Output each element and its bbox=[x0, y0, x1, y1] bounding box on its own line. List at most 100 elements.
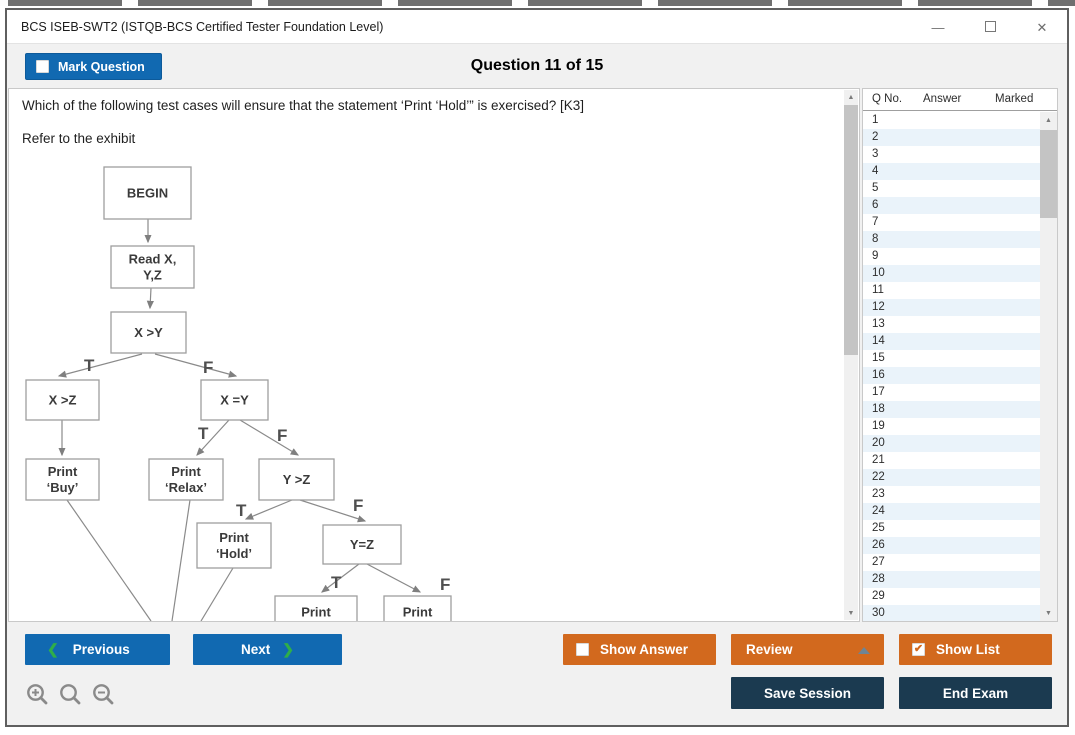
review-button[interactable]: Review bbox=[731, 634, 884, 665]
zoom-toolbar bbox=[25, 682, 117, 708]
exhibit-note: Refer to the exhibit bbox=[22, 131, 136, 146]
scroll-up-icon[interactable]: ▲ bbox=[847, 93, 855, 101]
previous-button[interactable]: ❮ Previous bbox=[25, 634, 170, 665]
previous-label: Previous bbox=[72, 642, 130, 657]
show-list-button[interactable]: ✔ Show List bbox=[899, 634, 1052, 665]
minimize-icon[interactable]: — bbox=[931, 19, 945, 35]
list-scrollbar[interactable]: ▲ ▼ bbox=[1040, 112, 1057, 621]
question-row[interactable]: 13 bbox=[863, 316, 1041, 333]
question-row[interactable]: 2 bbox=[863, 129, 1041, 146]
svg-text:F: F bbox=[277, 426, 287, 445]
content-scrollbar[interactable]: ▲ ▼ bbox=[844, 90, 858, 620]
show-list-checkbox[interactable]: ✔ bbox=[912, 643, 925, 656]
question-row[interactable]: 25 bbox=[863, 520, 1041, 537]
app-window: BCS ISEB-SWT2 (ISTQB-BCS Certified Teste… bbox=[5, 8, 1069, 727]
question-row[interactable]: 19 bbox=[863, 418, 1041, 435]
svg-text:T: T bbox=[84, 356, 95, 375]
title-bar: BCS ISEB-SWT2 (ISTQB-BCS Certified Teste… bbox=[7, 10, 1067, 44]
svg-text:Print: Print bbox=[403, 605, 433, 620]
svg-text:Print: Print bbox=[48, 464, 78, 479]
question-list-header: Q No. Answer Marked bbox=[863, 89, 1057, 111]
svg-text:‘Sell’: ‘Sell’ bbox=[301, 621, 331, 622]
question-row[interactable]: 8 bbox=[863, 231, 1041, 248]
column-qno: Q No. bbox=[872, 93, 903, 105]
question-row[interactable]: 6 bbox=[863, 197, 1041, 214]
question-row[interactable]: 18 bbox=[863, 401, 1041, 418]
question-row[interactable]: 10 bbox=[863, 265, 1041, 282]
question-row[interactable]: 1 bbox=[863, 112, 1041, 129]
question-row[interactable]: 30 bbox=[863, 605, 1041, 621]
list-scroll-up-icon[interactable]: ▲ bbox=[1045, 116, 1052, 124]
checkmark-icon: ✔ bbox=[913, 643, 924, 655]
svg-text:Y=Z: Y=Z bbox=[350, 537, 374, 552]
scroll-down-icon[interactable]: ▼ bbox=[847, 609, 855, 617]
question-row[interactable]: 21 bbox=[863, 452, 1041, 469]
show-answer-checkbox[interactable] bbox=[576, 643, 589, 656]
review-label: Review bbox=[746, 642, 793, 657]
question-row[interactable]: 26 bbox=[863, 537, 1041, 554]
content-scrollbar-thumb[interactable] bbox=[844, 105, 858, 355]
svg-text:T: T bbox=[198, 424, 209, 443]
zoom-out-icon[interactable] bbox=[91, 682, 117, 708]
next-label: Next bbox=[241, 642, 271, 657]
maximize-icon[interactable] bbox=[981, 20, 999, 34]
question-counter: Question 11 of 15 bbox=[470, 57, 604, 74]
next-button[interactable]: Next ❯ bbox=[193, 634, 342, 665]
svg-text:‘Buy’: ‘Buy’ bbox=[47, 480, 79, 495]
question-row[interactable]: 23 bbox=[863, 486, 1041, 503]
question-text: Which of the following test cases will e… bbox=[22, 98, 585, 113]
question-row[interactable]: 12 bbox=[863, 299, 1041, 316]
svg-text:X >Y: X >Y bbox=[134, 325, 163, 340]
end-exam-label: End Exam bbox=[942, 685, 1009, 701]
zoom-in-icon[interactable] bbox=[25, 682, 51, 708]
question-row[interactable]: 15 bbox=[863, 350, 1041, 367]
question-row[interactable]: 9 bbox=[863, 248, 1041, 265]
mark-question-button[interactable]: Mark Question bbox=[25, 53, 162, 80]
show-answer-button[interactable]: Show Answer bbox=[563, 634, 716, 665]
svg-text:Y,Z: Y,Z bbox=[143, 268, 162, 283]
save-session-button[interactable]: Save Session bbox=[731, 677, 884, 709]
question-row[interactable]: 14 bbox=[863, 333, 1041, 350]
zoom-reset-icon[interactable] bbox=[58, 682, 84, 708]
question-row[interactable]: 17 bbox=[863, 384, 1041, 401]
list-scroll-down-icon[interactable]: ▼ bbox=[1045, 609, 1052, 617]
column-marked: Marked bbox=[995, 93, 1034, 105]
question-header-bar: Question 11 of 15 Mark Question bbox=[7, 44, 1067, 88]
question-row[interactable]: 7 bbox=[863, 214, 1041, 231]
svg-text:F: F bbox=[203, 358, 213, 377]
end-exam-button[interactable]: End Exam bbox=[899, 677, 1052, 709]
question-row[interactable]: 16 bbox=[863, 367, 1041, 384]
svg-text:‘Hold’: ‘Hold’ bbox=[216, 546, 252, 561]
question-row[interactable]: 22 bbox=[863, 469, 1041, 486]
question-row[interactable]: 27 bbox=[863, 554, 1041, 571]
question-row[interactable]: 20 bbox=[863, 435, 1041, 452]
background-window-edge bbox=[0, 0, 1075, 6]
svg-text:‘Panic’: ‘Panic’ bbox=[397, 621, 439, 622]
question-row[interactable]: 29 bbox=[863, 588, 1041, 605]
show-list-label: Show List bbox=[936, 642, 1000, 657]
chevron-right-icon: ❯ bbox=[282, 641, 294, 657]
save-session-label: Save Session bbox=[763, 685, 852, 701]
svg-text:Y >Z: Y >Z bbox=[283, 472, 311, 487]
svg-text:F: F bbox=[440, 575, 450, 594]
question-row[interactable]: 11 bbox=[863, 282, 1041, 299]
show-answer-label: Show Answer bbox=[600, 642, 689, 657]
svg-text:Read X,: Read X, bbox=[129, 252, 177, 267]
question-row[interactable]: 5 bbox=[863, 180, 1041, 197]
window-title: BCS ISEB-SWT2 (ISTQB-BCS Certified Teste… bbox=[21, 19, 384, 34]
svg-text:X >Z: X >Z bbox=[49, 393, 77, 408]
review-dropdown-arrow-icon bbox=[858, 647, 870, 654]
question-row[interactable]: 3 bbox=[863, 146, 1041, 163]
list-scrollbar-thumb[interactable] bbox=[1040, 130, 1057, 218]
close-icon[interactable]: ✕ bbox=[1036, 19, 1048, 35]
mark-question-checkbox[interactable] bbox=[36, 60, 49, 73]
svg-text:Print: Print bbox=[301, 605, 331, 620]
question-row[interactable]: 4 bbox=[863, 163, 1041, 180]
question-row[interactable]: 24 bbox=[863, 503, 1041, 520]
svg-text:T: T bbox=[236, 501, 247, 520]
question-row[interactable]: 28 bbox=[863, 571, 1041, 588]
